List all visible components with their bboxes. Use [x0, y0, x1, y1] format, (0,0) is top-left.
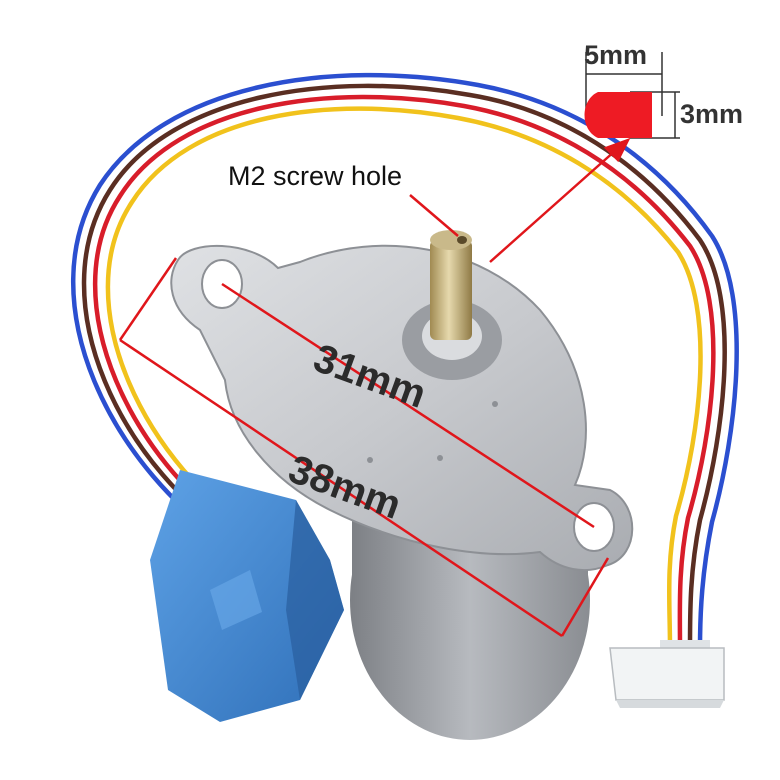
shaft-arrow — [489, 149, 617, 263]
terminal-connector — [609, 640, 725, 708]
output-shaft — [402, 230, 502, 380]
screw-hole — [457, 236, 467, 244]
wire-bundle — [71, 72, 739, 651]
body-width-line — [119, 338, 563, 638]
shaft-width-label: 5mm — [584, 40, 648, 70]
wire-housing — [150, 470, 344, 722]
arrow-head — [603, 137, 631, 163]
shaft-thickness-label: 3mm — [680, 99, 744, 129]
dimension-annotations — [118, 137, 631, 638]
hole-spacing-line — [221, 282, 595, 529]
screw-hole-label: M2 screw hole — [228, 161, 403, 191]
screw-hole-leader — [409, 194, 459, 237]
shaft-cross-section — [584, 52, 680, 139]
